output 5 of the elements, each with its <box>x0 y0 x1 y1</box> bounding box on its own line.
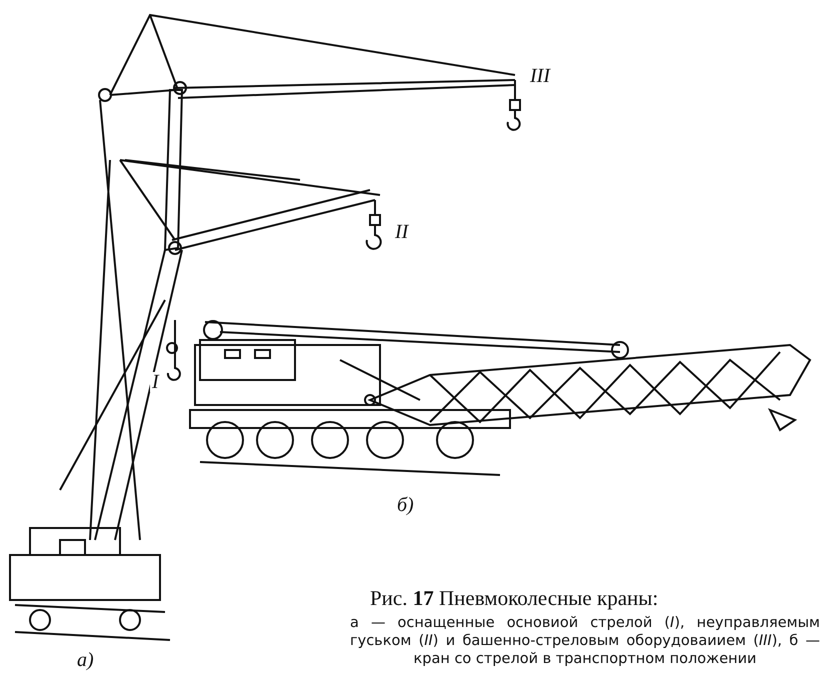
boom-number: I <box>150 372 161 392</box>
panel-letter: б) <box>395 495 416 515</box>
panel-letter: а) <box>75 650 96 670</box>
figure-caption: а — оснащенные основиой стрелой (I), неуправляемым гуськом (II) и башенно-стреловым оборудоваиием (III), б — кран со стрелой в транспортном положении <box>350 614 820 668</box>
figure-title: Рис. 17 Пневмоколесные краны: <box>370 586 658 611</box>
